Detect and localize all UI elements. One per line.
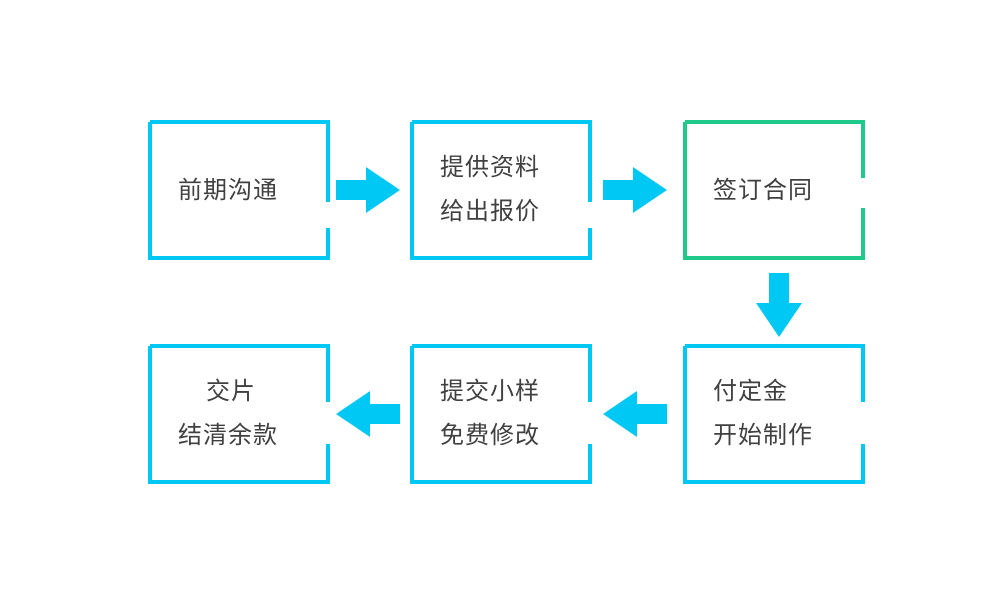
step-label: 前期沟通 [178, 176, 278, 204]
step-label-line2: 结清余款 [178, 421, 278, 449]
step-label-line1: 提交小样 [440, 377, 540, 405]
step-label-line1: 交片 [206, 377, 256, 405]
arrow-left-icon [336, 391, 400, 437]
step-box-5: 提交小样 免费修改 [410, 344, 592, 484]
arrow-right-icon [603, 167, 667, 213]
step-label: 签订合同 [713, 176, 813, 204]
step-label-line2: 给出报价 [440, 197, 540, 225]
arrow-down-icon [756, 273, 802, 337]
step-box-4: 付定金 开始制作 [683, 344, 865, 484]
arrow-right-icon [336, 167, 400, 213]
box-frame [148, 120, 330, 260]
step-label-line2: 开始制作 [713, 421, 813, 449]
arrow-left-icon [603, 391, 667, 437]
step-box-1: 前期沟通 [148, 120, 330, 260]
box-frame [683, 120, 865, 260]
step-box-6: 交片 结清余款 [148, 344, 330, 484]
step-label-line2: 免费修改 [440, 421, 540, 449]
box-frame [410, 120, 592, 260]
box-frame [683, 344, 865, 484]
step-label-line1: 提供资料 [440, 153, 540, 181]
step-label-line1: 付定金 [713, 377, 788, 405]
box-frame [148, 344, 330, 484]
step-box-3: 签订合同 [683, 120, 865, 260]
box-frame [410, 344, 592, 484]
step-box-2: 提供资料 给出报价 [410, 120, 592, 260]
